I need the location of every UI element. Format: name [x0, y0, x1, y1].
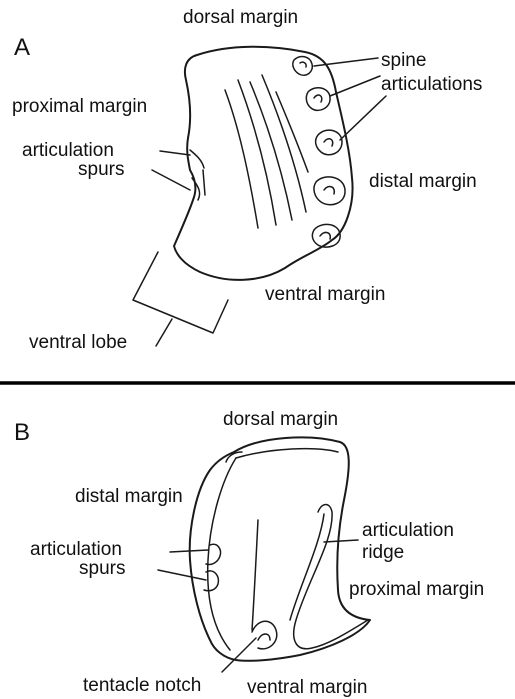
panel-a-spine-label: spine: [381, 51, 426, 70]
panel-b-articulation-ridge-label-line1: articulation: [362, 521, 454, 540]
panel-a-articulation-spurs-label-line2: spurs: [78, 160, 124, 179]
panel-a-proximal-margin-label: proximal margin: [12, 97, 147, 116]
panel-b-inner-fold: [236, 449, 338, 458]
panel-a-socket-1: [293, 57, 313, 76]
panel-b-articulation-spurs-label-line2: spurs: [79, 559, 125, 578]
panel-a-socket-2: [306, 88, 330, 111]
panel-b-center-line: [252, 520, 258, 630]
panel-a-socket-3: [316, 130, 342, 155]
panel-b-articulation-ridge-label-line2: ridge: [362, 543, 404, 562]
panel-a-socket-3-inner: [324, 139, 333, 146]
panel-a-distal-margin-label: distal margin: [369, 172, 477, 191]
panel-a-leader-spur-1: [160, 151, 190, 155]
panel-b-inner-edge: [208, 458, 236, 650]
panel-a-leader-spur-2: [152, 170, 190, 190]
panel-a-socket-5-inner: [320, 232, 330, 239]
panel-a-spur-notch-upper: [190, 150, 204, 168]
panel-b-leader-ridge: [324, 540, 358, 542]
panel-a-ventral-margin-label: ventral margin: [265, 285, 385, 304]
panel-a-striation-1: [225, 90, 258, 228]
panel-b-tentacle-notch-inner: [258, 634, 270, 640]
panel-b-proximal-margin-label: proximal margin: [349, 580, 484, 599]
panel-b-spur-lower: [204, 571, 218, 591]
panel-a-socket-1-inner: [300, 62, 306, 67]
panel-b-leader-spur-2: [158, 570, 206, 580]
panel-a-leader-ventral-lobe: [156, 319, 172, 346]
panel-a-socket-2-inner: [314, 95, 322, 102]
panel-b-articulation-spurs-label-line1: articulation: [30, 540, 122, 559]
panel-a-socket-4: [314, 177, 345, 205]
panel-a-articulation-spurs-label-line1: articulation: [22, 141, 114, 160]
panel-b-tentacle-notch: [252, 621, 277, 649]
panel-a-dorsal-margin-label: dorsal margin: [183, 8, 298, 27]
panel-a-articulations-label: articulations: [381, 75, 482, 94]
panel-a-socket-4-inner: [324, 187, 334, 194]
panel-a-leader-articulation-1: [330, 76, 380, 96]
panel-b-distal-margin-label: distal margin: [75, 487, 183, 506]
panel-b-tentacle-notch-label: tentacle notch: [83, 676, 201, 695]
panel-a-ventral-lobe-bracket: [133, 252, 228, 333]
panel-b-leader-spur-1: [170, 550, 208, 552]
panel-a-ventral-lobe-label: ventral lobe: [29, 333, 127, 352]
panel-a-leader-articulation-2: [340, 96, 386, 140]
panel-b-ventral-margin-label: ventral margin: [247, 678, 367, 697]
panel-b-ridge-inner: [290, 514, 324, 620]
panel-a-striation-4: [262, 75, 306, 212]
panel-b-leader-tentacle-notch: [222, 638, 256, 672]
panel-b-drawing: [158, 437, 370, 672]
panel-a-spur-line: [203, 170, 205, 195]
panel-b-letter: B: [14, 421, 30, 445]
panel-b-dorsal-margin-label: dorsal margin: [223, 410, 338, 429]
panel-a-letter: A: [14, 36, 30, 60]
